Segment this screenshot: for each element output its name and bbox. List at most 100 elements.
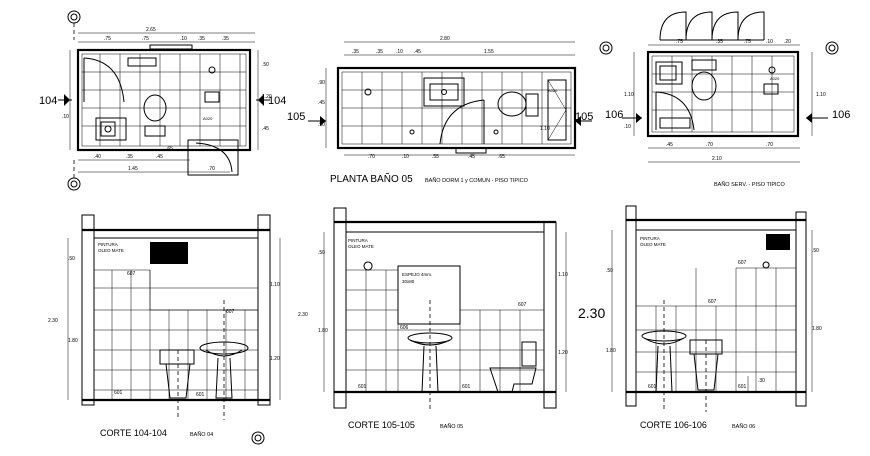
s105-sink [407,300,453,410]
dim-bot-1: .40 [94,154,101,160]
plan-bano-serv: .75 .35 .75 .10 .20 A020 .45 .70 .70 2.1… [599,11,850,188]
s105-dim-total: 2.30 [298,312,308,318]
section-marker-104-left: 104 [39,94,72,107]
p2-dim-v1: .90 [318,80,325,86]
svg-text:104: 104 [39,95,57,107]
s106-dim-bot: 1.80 [606,348,616,354]
p2-dim-2: .35 [376,49,383,55]
plan-05-title: PLANTA BAÑO 05 [330,172,413,185]
p3-sink [655,61,683,85]
p3-window-arches [659,11,765,41]
p3-accessory: A020 [770,76,780,81]
p3-dim-b1: .45 [666,142,673,148]
s106-tag-1: 607 [738,260,747,266]
s104-tag-1: 607 [127,271,136,277]
s106-toilet [689,339,723,412]
s104-note-paint: PINTURA [98,242,118,247]
door-swing [83,57,125,103]
grid-bubble-p3-left [599,41,613,55]
s105-dim-rbot: 1.20 [558,350,568,356]
svg-text:105: 105 [287,111,305,123]
dim-v-1: .50 [262,62,269,68]
p2-dim-4: .45 [414,49,421,55]
svg-text:105: 105 [575,111,593,123]
p3-dim-t4: .10 [766,39,773,45]
plan-bano-05: 2.80 .35 .35 .10 .45 1.55 A020 . [287,36,593,185]
s105-note-paint: PINTURA [348,238,368,243]
section-106: PINTURA OLEO MATE 607 607 601 601 2.30 .… [578,205,822,430]
p2-dim-v3: .90 [318,122,325,128]
p2-door-swing [439,99,485,145]
s105-mirror-label: ESPEJO 4mm. [402,272,432,277]
s105-mirror [397,265,461,325]
p2-dim-3: .10 [396,49,403,55]
s105-tag-1: 607 [518,302,527,308]
section-marker-106-right: 106 [806,109,850,123]
dim-bot-3: .45 [156,154,163,160]
s105-dim-top: .50 [318,250,325,256]
s106-dim-rtop: .50 [812,248,819,254]
s105-toilet [489,341,537,393]
s105-dim-bot: 1.80 [318,328,328,334]
grid-bubble-top-left [67,10,81,40]
s106-tag-2: 607 [708,299,717,305]
p2-dim-v4: 1.10 [540,126,550,132]
p2-sink [423,77,465,107]
s105-title: CORTE 105-105 [348,420,415,430]
grid-bubble-p3-right [825,41,839,55]
dim-v-4: .10 [62,114,69,120]
window [149,44,193,50]
plan1-accessory: A020 [203,116,213,121]
dim-top-1: .75 [104,36,111,42]
grid-bubble-bottom-left [67,160,81,191]
p3-dim-t1: .75 [676,39,683,45]
p3-dim-t2: .35 [716,39,723,45]
s106-tag-4: 601 [738,384,747,390]
s106-title: CORTE 106-106 [640,420,707,430]
dim-v-3: .45 [262,126,269,132]
toilet-plan [143,94,167,137]
s104-note-oleo: OLEO MATE [98,248,124,253]
p2-dim-5: 1.55 [484,49,494,55]
svg-text:106: 106 [832,109,850,121]
sink-plan [95,117,127,141]
s106-dim-top: .50 [606,268,613,274]
section-marker-106-left: 106 [605,109,642,123]
section-marker-105-right: 105 [575,111,593,126]
dim-top-5: .35 [222,36,229,42]
dim-top-3: .10 [180,36,187,42]
s105-shower-head [363,261,373,271]
dim-top-4: .35 [198,36,205,42]
svg-text:104: 104 [268,95,286,107]
dim-bot-5: .70 [208,166,215,172]
s104-tag-2: 607 [226,309,235,315]
s104-window [150,242,188,264]
s106-sink [641,300,687,412]
p3-dim-v1: 1.10 [624,92,634,98]
section-105: PINTURA OLEO MATE ESPEJO 4mm. 30x80 607 … [298,207,568,430]
s106-window [766,234,790,250]
svg-text:106: 106 [605,109,623,121]
s106-subtitle: BAÑO 06 [732,423,755,430]
s104-dim-rtop: 1.10 [270,282,280,288]
p2-accessory: A020 [548,88,558,93]
p3-dim-t3: .75 [744,39,751,45]
section-marker-105-left: 105 [287,111,326,126]
s104-subtitle: BAÑO 04 [190,431,213,438]
s104-dim-rbot: 1.20 [270,356,280,362]
s106-tag-3: 601 [648,384,657,390]
s106-dim-rbot: 1.80 [812,326,822,332]
dim-total: 2.65 [146,27,156,33]
p2-toilet [497,91,539,117]
section-104: PINTURA OLEO MATE 607 607 601 601 2.30 .… [48,214,281,445]
s105-dim-rtop: 1.10 [558,272,568,278]
dim-v-2: 1.20 [262,94,272,100]
p2-dim-1: .35 [352,49,359,55]
s105-tag-2: 606 [400,325,409,331]
s104-dim-total: 2.30 [48,318,58,324]
p2-dim-b3: .55 [432,154,439,160]
p3-walls [646,50,800,138]
s104-dim-top: .50 [68,256,75,262]
p3-dim-b3: .70 [766,142,773,148]
p3-dim-b2: .70 [706,142,713,148]
